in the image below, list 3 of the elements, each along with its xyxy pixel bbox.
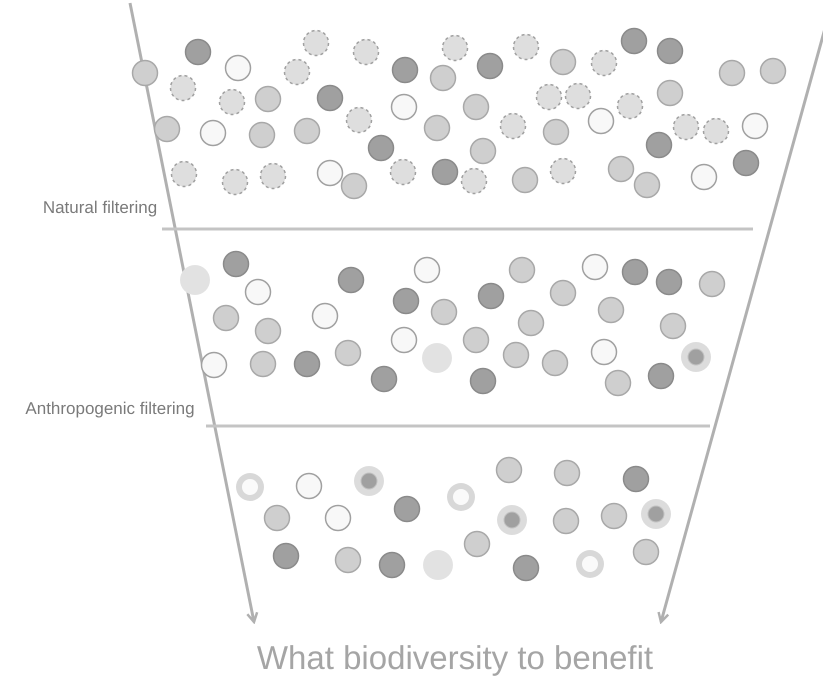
caption-text: What biodiversity to benefit	[256, 638, 654, 678]
band-label: Anthropogenic filtering	[24, 398, 196, 420]
band-label: Natural filtering	[42, 197, 158, 219]
